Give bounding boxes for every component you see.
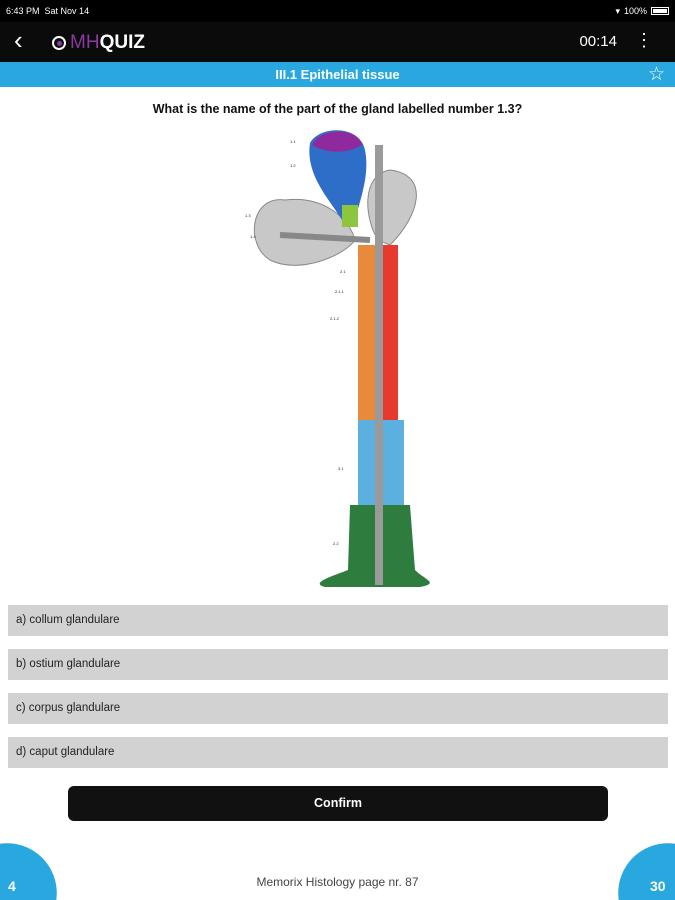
figure-label: 1.4 — [250, 234, 256, 239]
figure-label: 2.1.1 — [335, 289, 345, 294]
page-reference: Memorix Histology page nr. 87 — [256, 875, 419, 889]
wifi-icon: ▾ — [615, 5, 620, 16]
status-date: Sat Nov 14 — [44, 6, 90, 16]
gland-diagram: 1.1 1.2 1.3 1.4 2.1 2.1.1 2.1.2 3.1 2.2 — [245, 130, 430, 587]
figure-label: 2.1.2 — [330, 316, 340, 321]
back-button[interactable]: ‹ — [14, 25, 23, 55]
favorite-star-icon[interactable]: ☆ — [647, 64, 665, 85]
app-logo: MH QUIZ — [52, 32, 145, 54]
right-counter: 30 — [650, 878, 666, 894]
figure-label: 2.2 — [333, 541, 339, 546]
topic-title: III.1 Epithelial tissue — [275, 67, 400, 82]
logo-icon — [52, 36, 66, 50]
app-header: ‹ MH QUIZ 00:14 ⋮ — [0, 22, 675, 62]
figure-label: 3.1 — [338, 466, 344, 471]
status-time: 6:43 PM — [6, 6, 40, 16]
status-bar: 6:43 PM Sat Nov 14 ▾100% — [0, 0, 675, 22]
left-counter: 4 — [8, 878, 16, 894]
logo-mh: MH — [70, 32, 100, 53]
answer-option-a[interactable]: a) collum glandulare — [8, 605, 668, 636]
topic-bar: III.1 Epithelial tissue ☆ — [0, 62, 675, 87]
battery-icon — [651, 7, 669, 15]
figure-label: 1.2 — [290, 163, 296, 168]
answer-option-d[interactable]: d) caput glandulare — [8, 737, 668, 768]
answer-option-b[interactable]: b) ostium glandulare — [8, 649, 668, 680]
previous-counter-button[interactable]: 4 — [0, 843, 57, 900]
answer-option-c[interactable]: c) corpus glandulare — [8, 693, 668, 724]
logo-quiz: QUIZ — [99, 32, 145, 53]
figure-label: 1.3 — [245, 213, 251, 218]
battery-percent: 100% — [623, 6, 647, 16]
gland-drawing — [254, 130, 430, 587]
more-menu-icon[interactable]: ⋮ — [635, 30, 653, 50]
figure-label: 2.1 — [340, 269, 346, 274]
next-counter-button[interactable]: 30 — [618, 843, 675, 900]
confirm-button[interactable]: Confirm — [68, 786, 608, 821]
quiz-timer: 00:14 — [579, 33, 617, 50]
figure-label: 1.1 — [290, 139, 296, 144]
question-text: What is the name of the part of the glan… — [152, 102, 523, 116]
